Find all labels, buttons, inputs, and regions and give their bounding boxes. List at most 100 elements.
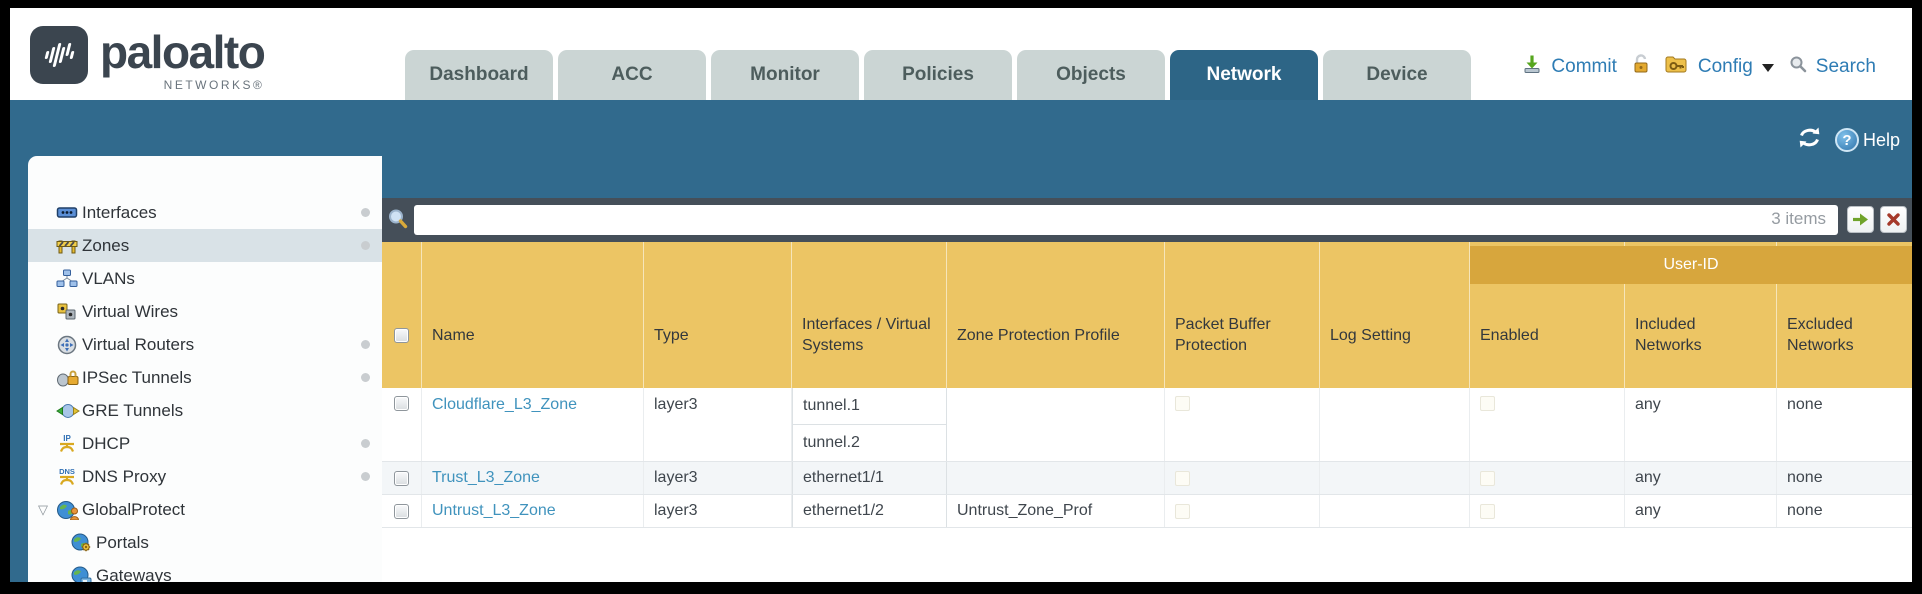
- network-sidebar: Interfaces Zones VLANs Virtual Wires: [28, 156, 382, 582]
- sidebar-item-virtual-wires[interactable]: Virtual Wires: [28, 295, 382, 328]
- tab-dashboard[interactable]: Dashboard: [405, 50, 553, 100]
- status-dot: [361, 241, 370, 250]
- interface-item: tunnel.1: [793, 388, 946, 425]
- zone-name-link[interactable]: Untrust_L3_Zone: [432, 502, 556, 519]
- globalprotect-icon: [56, 500, 82, 520]
- interface-item: ethernet1/2: [803, 502, 884, 519]
- sidebar-item-gre-tunnels[interactable]: GRE Tunnels: [28, 394, 382, 427]
- header-actions: Commit Config Search: [1522, 54, 1876, 80]
- gateways-icon: [70, 566, 96, 582]
- log-setting: [1320, 495, 1470, 527]
- col-header-interfaces[interactable]: Interfaces / Virtual Systems: [792, 242, 947, 388]
- zone-name-link[interactable]: Trust_L3_Zone: [432, 469, 540, 486]
- sidebar-item-dns-proxy[interactable]: DNS DNS Proxy: [28, 460, 382, 493]
- excluded-networks: none: [1787, 396, 1823, 413]
- select-all-checkbox[interactable]: [394, 327, 409, 343]
- sidebar-item-interfaces[interactable]: Interfaces: [28, 196, 382, 229]
- filter-bar: 3 items: [382, 198, 1912, 242]
- zone-protection-profile: [947, 462, 1165, 494]
- interface-item: tunnel.2: [803, 433, 860, 451]
- row-checkbox[interactable]: [394, 470, 409, 486]
- dhcp-icon: IP: [56, 433, 82, 455]
- status-dot: [361, 340, 370, 349]
- user-id-enabled-checkbox: [1480, 503, 1495, 519]
- sidebar-item-virtual-routers[interactable]: Virtual Routers: [28, 328, 382, 361]
- tab-network[interactable]: Network: [1170, 50, 1318, 100]
- tab-acc[interactable]: ACC: [558, 50, 706, 100]
- brand-logo: paloalto NETWORKS®: [30, 26, 266, 92]
- clear-filter-button[interactable]: [1880, 206, 1907, 233]
- table-row: Trust_L3_Zone layer3 ethernet1/1 any non…: [382, 462, 1912, 495]
- main-nav-tabs: Dashboard ACC Monitor Policies Objects N…: [405, 50, 1471, 100]
- sidebar-item-ipsec-tunnels[interactable]: IPSec Tunnels: [28, 361, 382, 394]
- col-header-log-setting[interactable]: Log Setting: [1320, 242, 1470, 388]
- sidebar-item-portals[interactable]: Portals: [28, 526, 382, 559]
- col-header-packet-buffer-protection[interactable]: Packet Buffer Protection: [1165, 242, 1320, 388]
- gre-tunnels-icon: [56, 401, 82, 421]
- chevron-down-icon[interactable]: [1761, 64, 1774, 72]
- apply-filter-button[interactable]: [1847, 206, 1874, 233]
- lock-icon[interactable]: [1632, 54, 1650, 80]
- paloalto-logo-icon: [30, 26, 88, 84]
- commit-icon: [1522, 54, 1542, 80]
- status-dot: [361, 208, 370, 217]
- col-header-type[interactable]: Type: [644, 242, 792, 388]
- log-setting: [1320, 462, 1470, 494]
- col-header-included-networks[interactable]: Included Networks: [1625, 242, 1777, 388]
- zone-type: layer3: [644, 495, 792, 527]
- status-dot: [361, 373, 370, 382]
- sidebar-item-dhcp[interactable]: IP DHCP: [28, 427, 382, 460]
- vlans-icon: [56, 269, 82, 289]
- col-header-excluded-networks[interactable]: Excluded Networks: [1787, 316, 1854, 354]
- zone-name-link[interactable]: Cloudflare_L3_Zone: [432, 396, 577, 413]
- zone-interfaces: ethernet1/1: [792, 462, 947, 494]
- included-networks: any: [1625, 388, 1777, 461]
- help-button[interactable]: ? Help: [1834, 128, 1900, 152]
- table-row: Untrust_L3_Zone layer3 ethernet1/2 Untru…: [382, 495, 1912, 528]
- sidebar-item-zones[interactable]: Zones: [28, 229, 382, 262]
- log-setting: [1320, 388, 1470, 461]
- row-checkbox[interactable]: [394, 503, 409, 519]
- app-window: paloalto NETWORKS® Dashboard ACC Monitor…: [10, 8, 1912, 582]
- brand-name: paloalto: [100, 26, 266, 78]
- packet-buffer-checkbox: [1175, 470, 1190, 486]
- sidebar-item-gateways[interactable]: Gateways: [28, 559, 382, 582]
- col-header-enabled[interactable]: Enabled: [1470, 242, 1625, 388]
- config-menu-button[interactable]: Config: [1697, 56, 1753, 77]
- zones-content: 3 items User-ID Name Type Interfaces / V…: [382, 198, 1912, 582]
- tab-policies[interactable]: Policies: [864, 50, 1012, 100]
- commit-button[interactable]: Commit: [1551, 56, 1617, 77]
- row-checkbox[interactable]: [394, 396, 409, 411]
- svg-text:IP: IP: [63, 434, 71, 443]
- sidebar-item-vlans[interactable]: VLANs: [28, 262, 382, 295]
- band-tools: ? Help: [1796, 126, 1900, 154]
- search-icon: [1789, 55, 1807, 79]
- packet-buffer-checkbox: [1175, 503, 1190, 519]
- zone-protection-profile: Untrust_Zone_Prof: [947, 495, 1165, 527]
- table-header: User-ID Name Type Interfaces / Virtual S…: [382, 242, 1912, 388]
- tab-objects[interactable]: Objects: [1017, 50, 1165, 100]
- table-row: Cloudflare_L3_Zone layer3 tunnel.1 tunne…: [382, 388, 1912, 462]
- excluded-networks: none: [1787, 502, 1823, 519]
- global-search-button[interactable]: Search: [1815, 56, 1876, 77]
- expand-triangle-icon[interactable]: ▽: [38, 501, 48, 517]
- col-header-zone-protection-profile[interactable]: Zone Protection Profile: [947, 242, 1165, 388]
- interface-item: ethernet1/1: [803, 469, 884, 486]
- zones-icon: [56, 236, 82, 256]
- item-count: 3 items: [1771, 209, 1826, 228]
- help-label: Help: [1862, 129, 1900, 150]
- brand-subtitle: NETWORKS®: [163, 78, 265, 92]
- sidebar-item-globalprotect[interactable]: ▽ GlobalProtect: [38, 499, 185, 520]
- zones-table: User-ID Name Type Interfaces / Virtual S…: [382, 242, 1912, 528]
- filter-input[interactable]: [414, 205, 1838, 235]
- app-header: paloalto NETWORKS® Dashboard ACC Monitor…: [10, 8, 1912, 100]
- virtual-wires-icon: [56, 302, 82, 322]
- user-id-group-header: User-ID: [1470, 246, 1912, 284]
- tab-device[interactable]: Device: [1323, 50, 1471, 100]
- col-header-name[interactable]: Name: [422, 242, 644, 388]
- refresh-icon[interactable]: [1796, 126, 1823, 154]
- dns-proxy-icon: DNS: [56, 466, 82, 488]
- included-networks: any: [1625, 462, 1777, 494]
- portals-icon: [70, 533, 96, 553]
- tab-monitor[interactable]: Monitor: [711, 50, 859, 100]
